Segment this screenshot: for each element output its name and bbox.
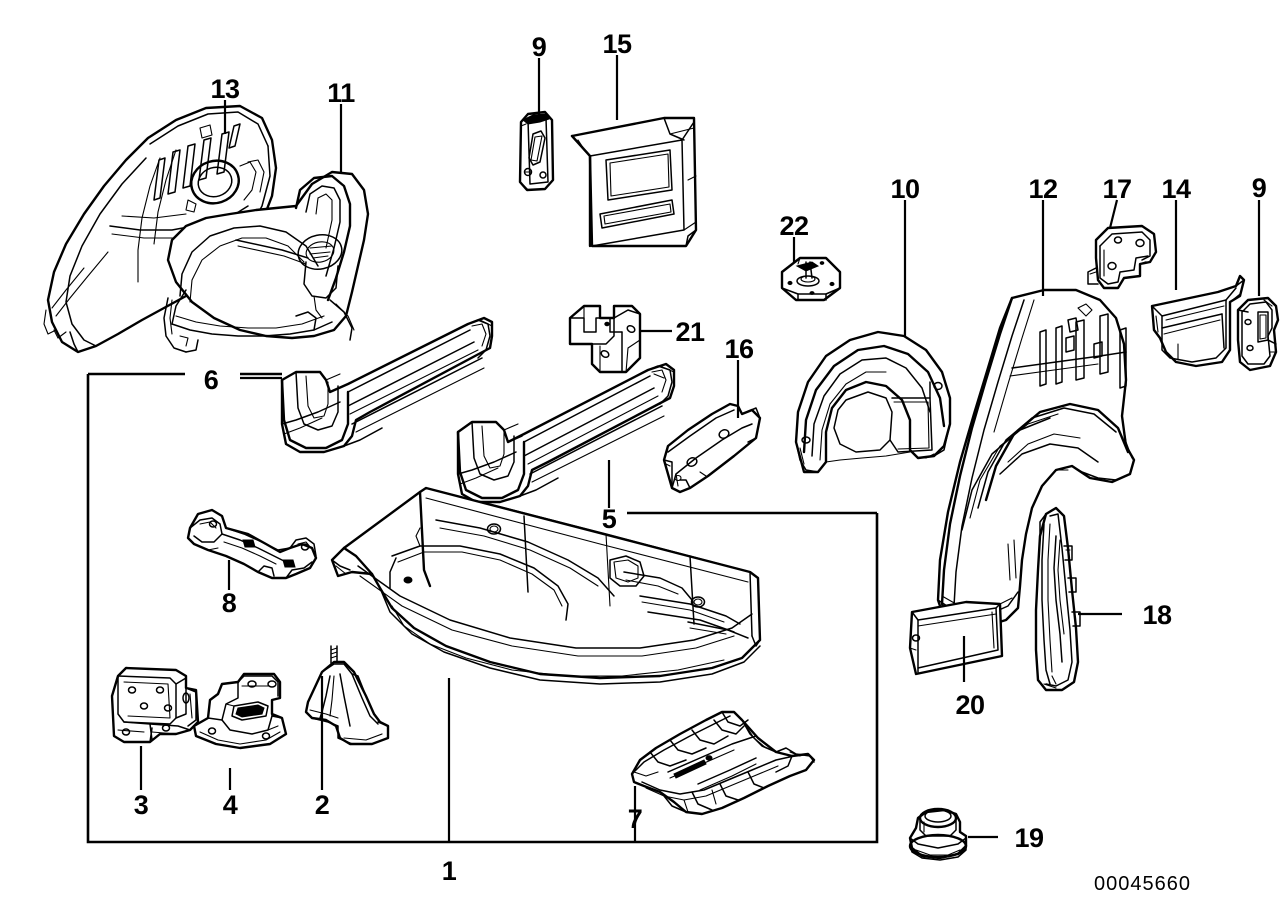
callout-18-label: 18 — [1142, 600, 1172, 630]
callout-14-label: 14 — [1161, 174, 1191, 204]
part-11-wheel-housing-outer-left — [163, 170, 370, 353]
part-21-bracket-small — [568, 304, 642, 374]
callout-2-label: 2 — [315, 790, 330, 820]
part-1-group-bracket — [86, 372, 879, 844]
callout-19-label: 19 — [1014, 823, 1044, 853]
callout-7-label: 7 — [628, 804, 643, 834]
callout-17-label: 17 — [1102, 174, 1131, 204]
callout-21-label: 21 — [675, 317, 705, 347]
callout-3-label: 3 — [134, 790, 149, 820]
diagram-id: 00045660 — [1094, 873, 1191, 895]
part-16-support-bracket-side — [662, 402, 762, 494]
callout-8-label: 8 — [222, 588, 237, 618]
callout-4-label: 4 — [223, 790, 238, 820]
part-9-reinforcement-plate-upper — [518, 110, 555, 192]
callout-13-label: 13 — [210, 74, 240, 104]
part-1-rear-floor-panel — [330, 486, 762, 685]
part-3-mounting-bracket-left — [110, 666, 200, 744]
part-17-reinforcement-angle — [1087, 224, 1158, 290]
callout-9-upper-label: 9 — [532, 32, 547, 62]
callout-20-label: 20 — [955, 690, 984, 720]
part-5-side-member-front — [456, 362, 676, 504]
part-4-mounting-bracket-right — [192, 672, 288, 750]
part-14-closing-panel — [1150, 274, 1246, 368]
callout-12-label: 12 — [1028, 174, 1057, 204]
part-2-jack-support-bracket — [304, 645, 390, 746]
part-13-wheel-housing-panel-left — [43, 104, 278, 354]
callout-5-label: 5 — [602, 504, 617, 534]
part-7-spare-wheel-well-reinforcement — [630, 710, 816, 816]
part-19-rubber-grommet-plug — [908, 807, 968, 861]
callout-15-label: 15 — [602, 29, 632, 59]
callout-11-label: 11 — [327, 78, 355, 108]
part-10-wheel-housing-inner — [794, 330, 952, 474]
callout-6-label: 6 — [204, 365, 219, 395]
callout-1-label: 1 — [442, 856, 457, 886]
part-8-cross-member-bracket — [186, 508, 318, 580]
part-6-side-member-rear — [280, 316, 494, 454]
callout-16-label: 16 — [724, 334, 754, 364]
part-18-pillar-reinforcement — [1034, 506, 1081, 692]
callout-22-label: 22 — [779, 211, 808, 241]
part-9-reinforcement-plate-right — [1236, 296, 1280, 372]
callout-10-label: 10 — [890, 174, 919, 204]
part-20-cover-plate — [908, 600, 1004, 676]
callout-9-right-label: 9 — [1252, 173, 1267, 203]
part-12-wheel-arch-panel-right — [936, 288, 1136, 628]
part-22-shock-absorber-mount — [780, 256, 842, 302]
callout-17-leader — [1108, 199, 1119, 229]
part-15-trunk-partition-panel — [570, 116, 698, 248]
